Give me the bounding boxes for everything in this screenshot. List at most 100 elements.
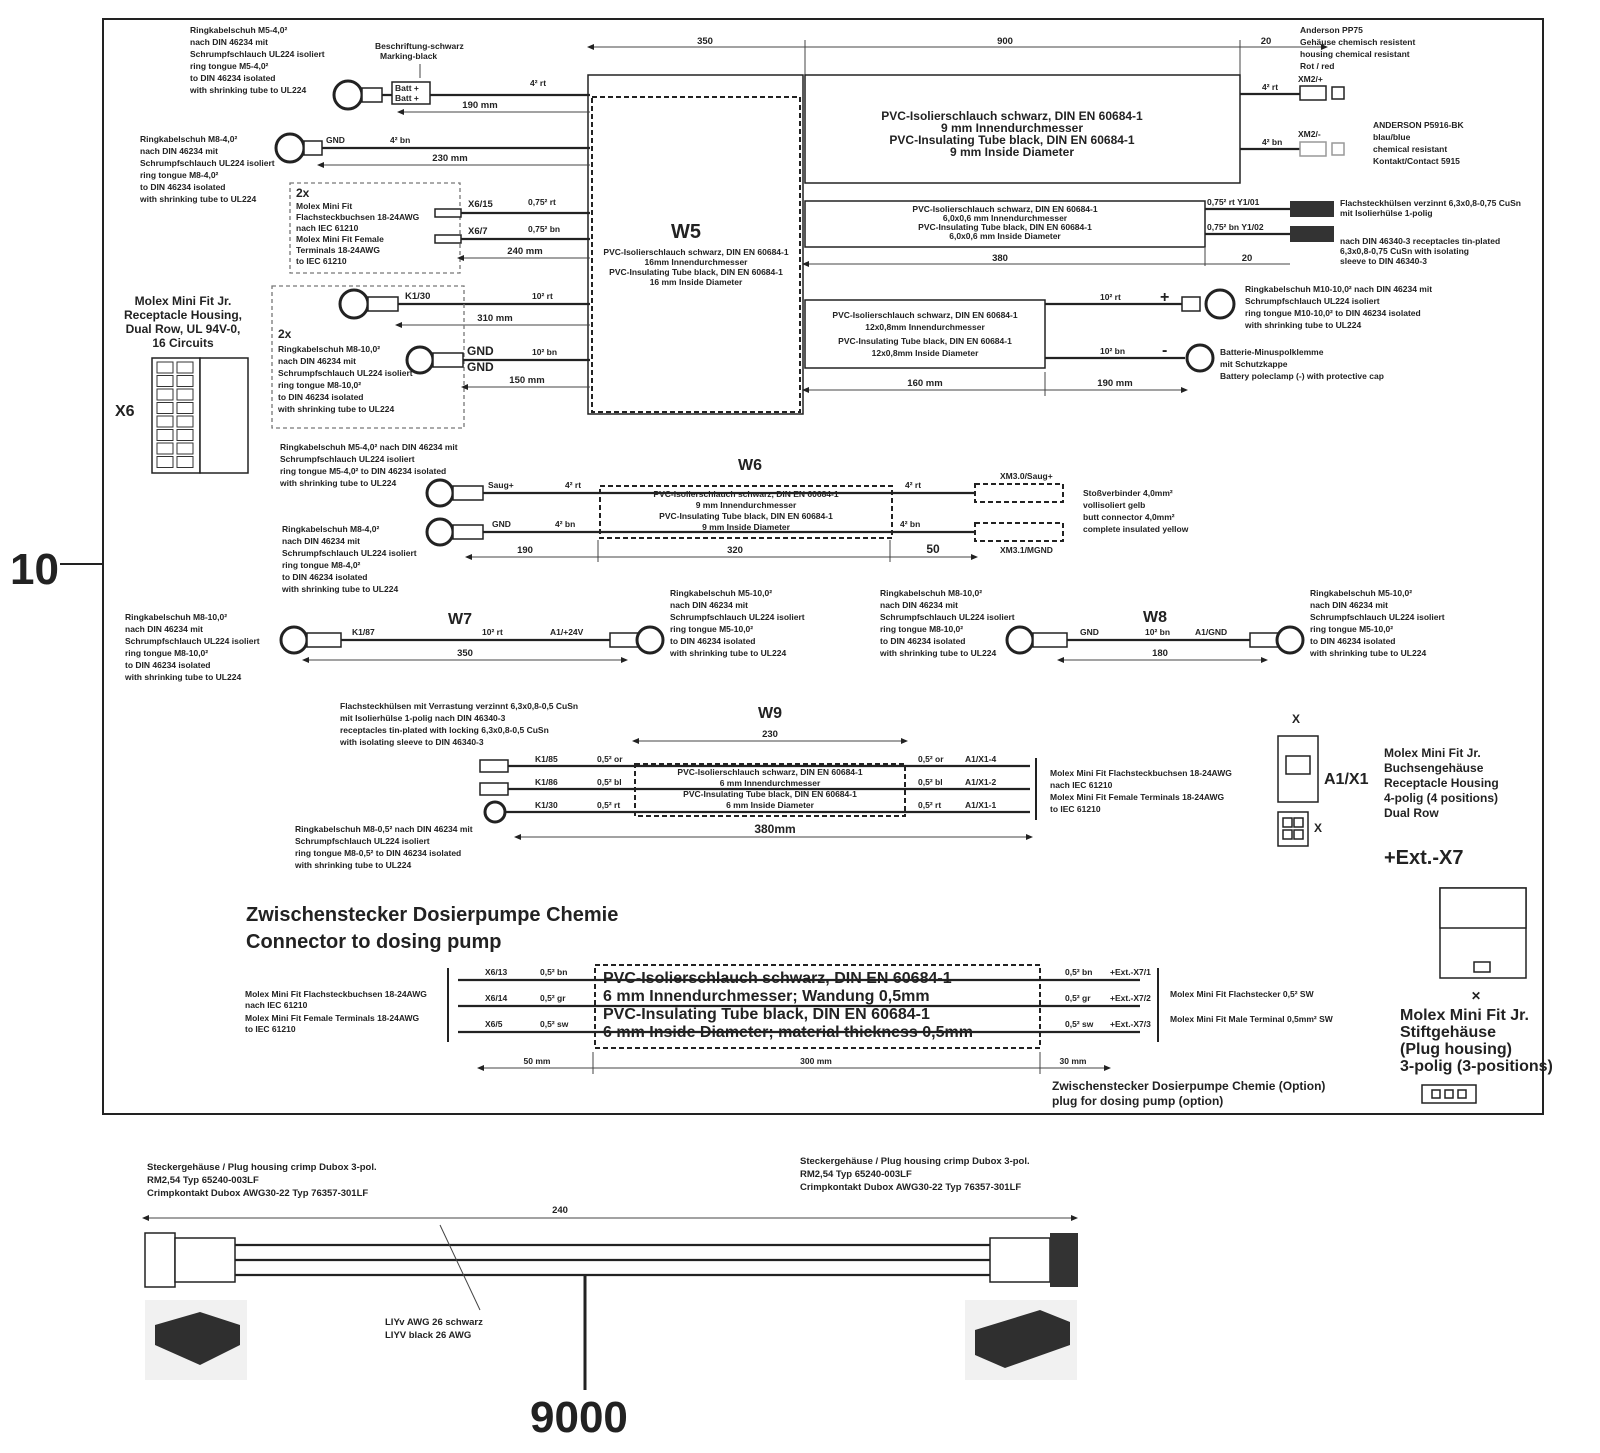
w6-ra-4: with shrinking tube to UL224 <box>279 478 396 488</box>
anderson2-line2: blau/blue <box>1373 132 1411 142</box>
dos-c1: 0,5² bn <box>540 967 567 977</box>
xm3-saug: XM3.0/Saug+ <box>1000 471 1053 481</box>
dosing-tube-1: PVC-Isolierschlauch schwarz, DIN EN 6068… <box>603 970 952 987</box>
w7-label: W7 <box>448 611 472 628</box>
w9-k185: K1/85 <box>535 754 558 764</box>
dos-right-1: Molex Mini Fit Flachstecker 0,5² SW <box>1170 989 1315 999</box>
w8-ra-6: with shrinking tube to UL224 <box>879 648 996 658</box>
ring3-4: ring tongue M8-10,0² <box>278 380 361 390</box>
x6-cell <box>156 442 174 455</box>
w9-tube-2: 6 mm Innendurchmesser <box>720 778 821 788</box>
y1-01: 0,75² rt Y1/01 <box>1207 197 1260 207</box>
a1x1-t3: Receptacle Housing <box>1384 776 1499 790</box>
a1x1-face <box>1277 811 1309 847</box>
bottom-cable: Steckergehäuse / Plug housing crimp Dubo… <box>142 1156 1078 1442</box>
w9-c2r: 0,5² bl <box>918 777 943 787</box>
w8-dim: 180 <box>1152 648 1168 659</box>
tube9-text-3: PVC-Insulating Tube black, DIN EN 60684-… <box>889 133 1135 147</box>
w7-rb-4: ring tongue M5-10,0² <box>670 624 753 634</box>
butt-4: complete insulated yellow <box>1083 524 1189 534</box>
x6-7: X6/7 <box>468 226 488 237</box>
w9-top-4: with isolating sleeve to DIN 46340-3 <box>339 737 484 747</box>
dos-x614: X6/14 <box>485 993 507 1003</box>
w5-tube <box>591 96 801 413</box>
w7-ra-3: Schrumpfschlauch UL224 isoliert <box>125 636 260 646</box>
dos-r3: +Ext.-X7/3 <box>1110 1019 1151 1029</box>
bottom-right-1: Steckergehäuse / Plug housing crimp Dubo… <box>800 1156 1030 1167</box>
w5-dim-160: 160 mm <box>907 378 942 389</box>
x6-cell <box>156 402 174 414</box>
ring3-5: to DIN 46234 isolated <box>278 392 364 402</box>
anderson1-line2: Gehäuse chemisch resistent <box>1300 37 1415 47</box>
w6-ring-b <box>425 517 455 547</box>
w6-rb-6: with shrinking tube to UL224 <box>281 584 398 594</box>
xm2-plus: XM2/+ <box>1298 74 1323 84</box>
tube6-text-2: 6,0x0,6 mm Innendurchmesser <box>943 213 1068 223</box>
dos-c2r: 0,5² gr <box>1065 993 1091 1003</box>
w9-molex-4: to IEC 61210 <box>1050 804 1101 814</box>
w8-ra-4: ring tongue M8-10,0² <box>880 624 963 634</box>
w9-bot-3: ring tongue M8-0,5² to DIN 46234 isolate… <box>295 848 461 858</box>
flach-2: mit Isolierhülse 1-polig <box>1340 208 1433 218</box>
w8-ra-1: Ringkabelschuh M8-10,0² <box>880 588 982 598</box>
a1x1-x-top: X <box>1292 712 1300 726</box>
tube12-text-4: 12x0,8mm Inside Diameter <box>872 348 979 358</box>
w5-dim-900: 900 <box>997 36 1013 47</box>
ring1-icon <box>332 79 364 111</box>
w6-rb-2: nach DIN 46234 mit <box>282 536 360 546</box>
w9-d230: 230 <box>762 729 778 740</box>
dos-d300: 300 mm <box>800 1056 832 1066</box>
x6-cell <box>176 442 194 455</box>
bottom-cable-2: LIYV black 26 AWG <box>385 1330 471 1341</box>
a1x1-connector: X X A1/X1 Molex Mini Fit Jr. Buchsengehä… <box>1277 712 1499 869</box>
w8-ra-5: to DIN 46234 isolated <box>880 636 966 646</box>
x6-title-3: Dual Row, UL 94V-0, <box>126 322 241 336</box>
w9-label: W9 <box>758 705 782 722</box>
dos-right-2: Molex Mini Fit Male Terminal 0,5mm² SW <box>1170 1014 1334 1024</box>
x6-15: X6/15 <box>468 199 494 210</box>
bottom-left-3: Crimpkontakt Dubox AWG30-22 Typ 76357-30… <box>147 1188 368 1199</box>
w6-4bn: 4² bn <box>555 519 575 529</box>
w9-bot-2: Schrumpfschlauch UL224 isoliert <box>295 836 430 846</box>
w9-tube-4: 6 mm Inside Diameter <box>726 800 815 810</box>
dos-d50: 50 mm <box>524 1056 551 1066</box>
bottom-left-1: Steckergehäuse / Plug housing crimp Dubo… <box>147 1162 377 1173</box>
w7-rb-2: nach DIN 46234 mit <box>670 600 748 610</box>
w5-dim-310: 310 mm <box>477 313 512 324</box>
w6-rb-1: Ringkabelschuh M8-4,0² <box>282 524 379 534</box>
dos-c3: 0,5² sw <box>540 1019 569 1029</box>
w6-ra-2: Schrumpfschlauch UL224 isoliert <box>280 454 415 464</box>
x6-cell <box>176 361 194 374</box>
w5-tube-6mm <box>804 200 1206 248</box>
dubox-photo-right <box>975 1310 1070 1368</box>
w5-tube-text-4: 16 mm Inside Diameter <box>650 277 743 287</box>
dos-x613: X6/13 <box>485 967 507 977</box>
flach-5: sleeve to DIN 46340-3 <box>1340 256 1427 266</box>
dos-left-2: nach IEC 61210 <box>245 1000 308 1010</box>
minus-sign: - <box>1162 342 1167 359</box>
w8-ring-b <box>1275 625 1305 655</box>
x6-title-2: Receptacle Housing, <box>124 308 242 322</box>
w7-rb-6: with shrinking tube to UL224 <box>669 648 786 658</box>
butt-connector-1 <box>974 483 1064 503</box>
anderson-minus-connector <box>1299 141 1327 157</box>
a1x1-t2: Buchsengehäuse <box>1384 761 1484 775</box>
marking-2: Marking-black <box>380 51 437 61</box>
w8-rb-5: to DIN 46234 isolated <box>1310 636 1396 646</box>
w9-top-3: receptacles tin-plated with locking 6,3x… <box>340 725 549 735</box>
ring1-5: to DIN 46234 isolated <box>190 73 276 83</box>
molex-box-3: nach IEC 61210 <box>296 223 359 233</box>
w9-c1: 0,5² or <box>597 754 623 764</box>
w5-10bn: 10² bn <box>532 347 557 357</box>
molex-box-4: Molex Mini Fit Female <box>296 234 384 244</box>
dos-c2: 0,5² gr <box>540 993 566 1003</box>
w9-a14: A1/X1-4 <box>965 754 996 764</box>
ring2-1: Ringkabelschuh M8-4,0² <box>140 134 237 144</box>
dubox-left-b <box>174 1237 236 1283</box>
anderson2-line1: ANDERSON P5916-BK <box>1373 120 1465 130</box>
x6-housing-side <box>199 357 249 474</box>
dos-caption-2: plug for dosing pump (option) <box>1052 1094 1223 1108</box>
dosing-tube-3: PVC-Insulating Tube black, DIN EN 60684-… <box>603 1006 930 1023</box>
drawing-frame <box>102 18 1544 1115</box>
ring-k130-icon <box>338 288 370 320</box>
